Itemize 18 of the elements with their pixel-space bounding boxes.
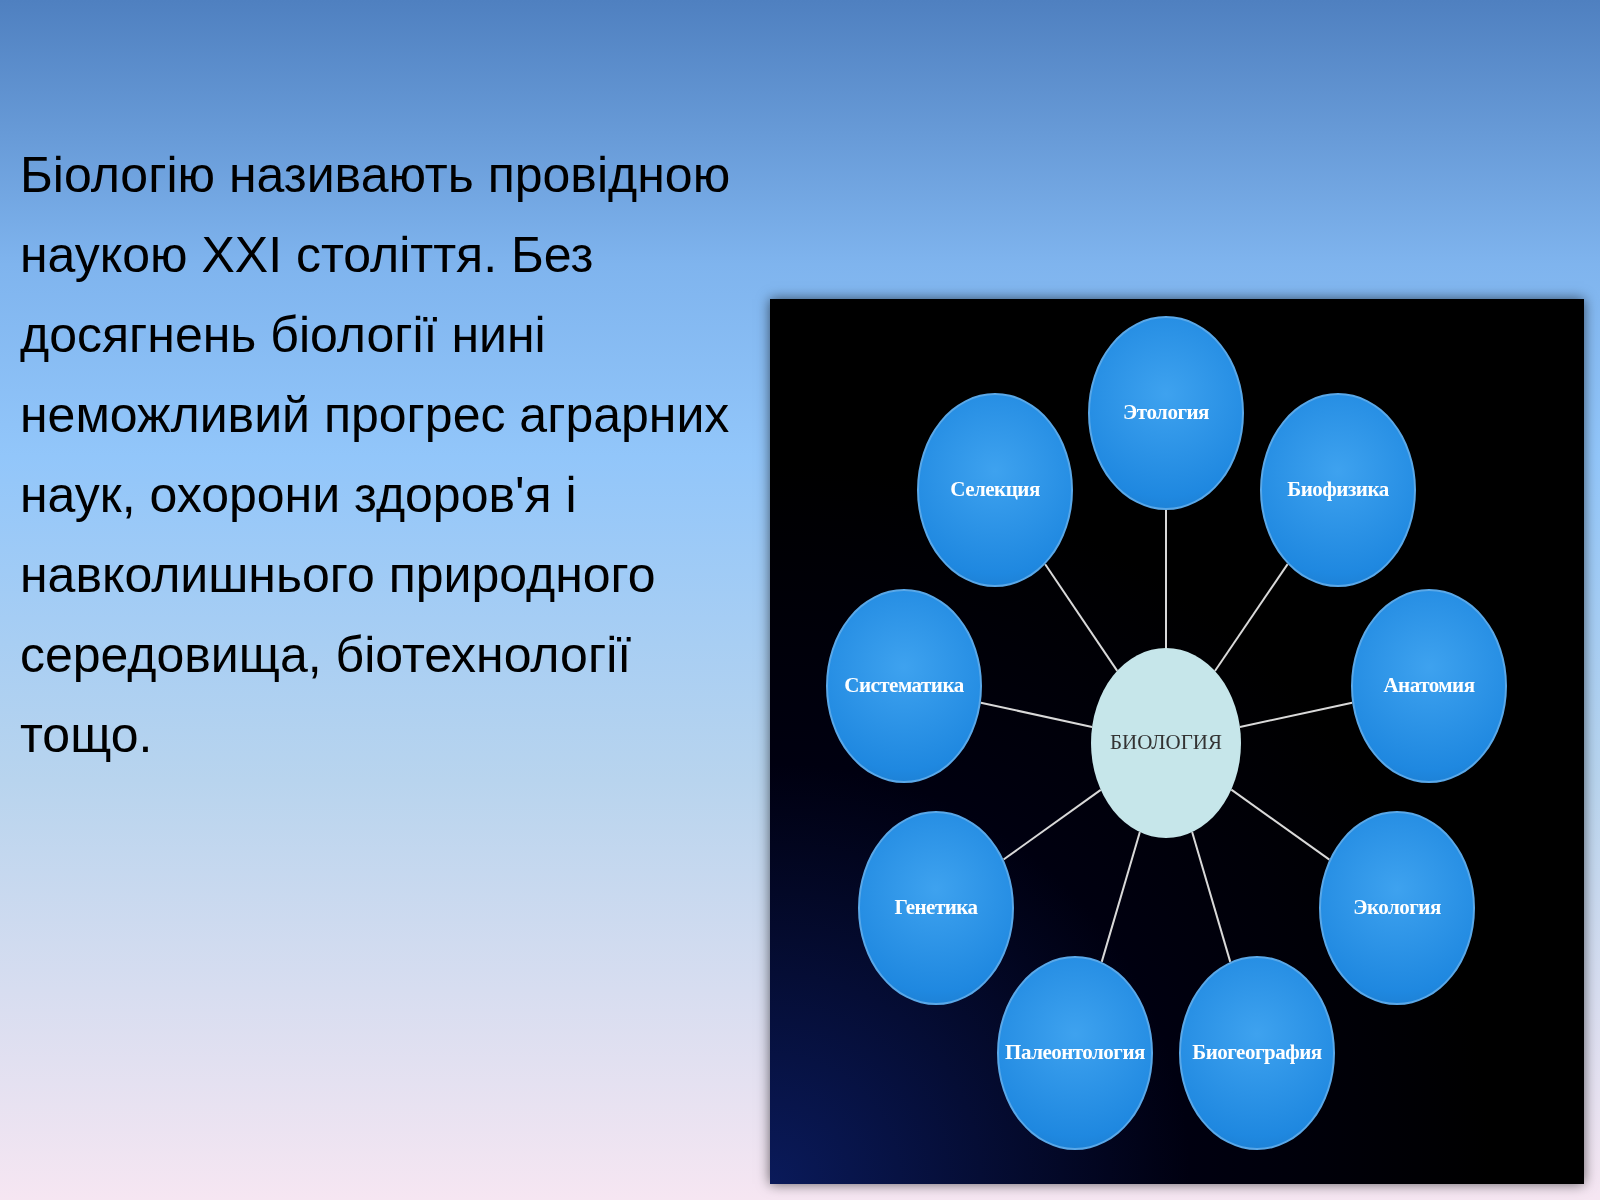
connector-line — [1044, 563, 1119, 672]
connector-line — [1165, 509, 1167, 649]
center-label: БИОЛОГИЯ — [1109, 729, 1223, 757]
connector-line — [1100, 831, 1141, 963]
topic-label: Систематика — [844, 672, 964, 700]
connector-line — [1002, 788, 1102, 861]
connector-line — [1213, 563, 1289, 672]
topic-label: Генетика — [894, 894, 978, 922]
topic-label: Анатомия — [1383, 672, 1475, 700]
topic-label: Биофизика — [1287, 476, 1389, 504]
topic-label: Палеонтология — [1005, 1039, 1145, 1067]
topic-label: Экология — [1353, 894, 1441, 922]
connector-line — [1191, 831, 1232, 963]
topic-label: Селекция — [950, 476, 1040, 504]
connector-line — [1230, 788, 1331, 861]
topic-label: Биогеография — [1192, 1039, 1322, 1067]
paragraph-text: Біологію називають провідною наукою XXI століття. Без досягнень біології нині неможливий прогрес аграрних наук, охорони здоров'я і навколишнього природного середовища, біотехнології тощо. — [20, 146, 732, 765]
topic-label: Этология — [1123, 399, 1209, 427]
